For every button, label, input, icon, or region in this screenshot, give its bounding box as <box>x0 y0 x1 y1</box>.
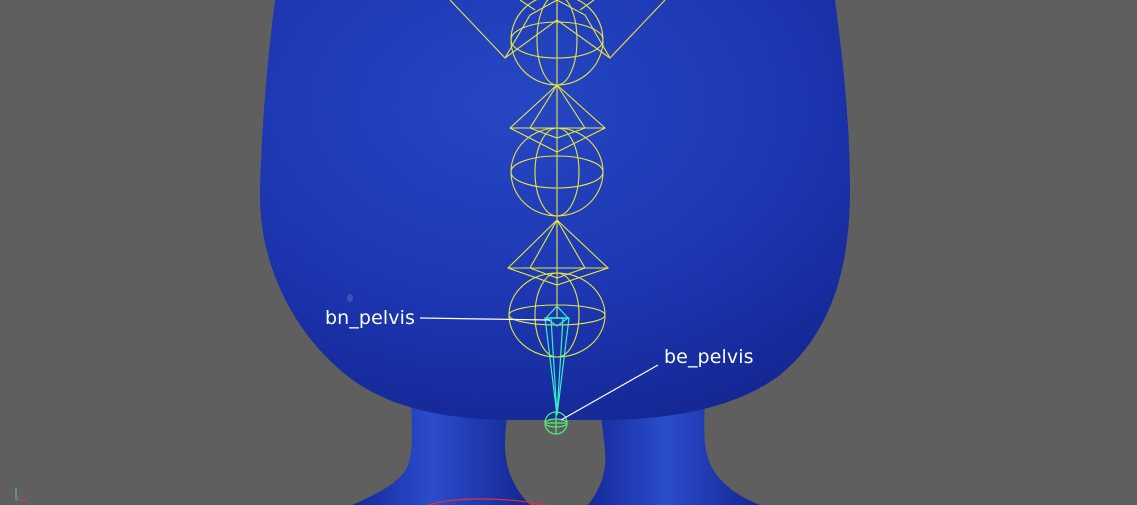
leader-line-bn-pelvis <box>419 317 551 321</box>
joint-be-pelvis[interactable] <box>544 411 568 435</box>
mesh-shading-spot <box>347 294 353 302</box>
leader-line-be-pelvis <box>560 364 659 421</box>
bone-spine-1[interactable] <box>509 84 606 153</box>
xyz-axis-icon <box>15 488 26 501</box>
label-be-pelvis: be_pelvis <box>664 346 754 368</box>
ground-grid-arc <box>427 498 546 505</box>
spine-joint-chain[interactable] <box>449 0 666 358</box>
bone-spine-2[interactable] <box>506 219 610 286</box>
label-bn-pelvis: bn_pelvis <box>325 307 415 329</box>
character-mesh[interactable] <box>259 0 850 505</box>
body-mesh[interactable] <box>259 0 850 420</box>
pelvis-bone-selected[interactable] <box>544 305 570 416</box>
